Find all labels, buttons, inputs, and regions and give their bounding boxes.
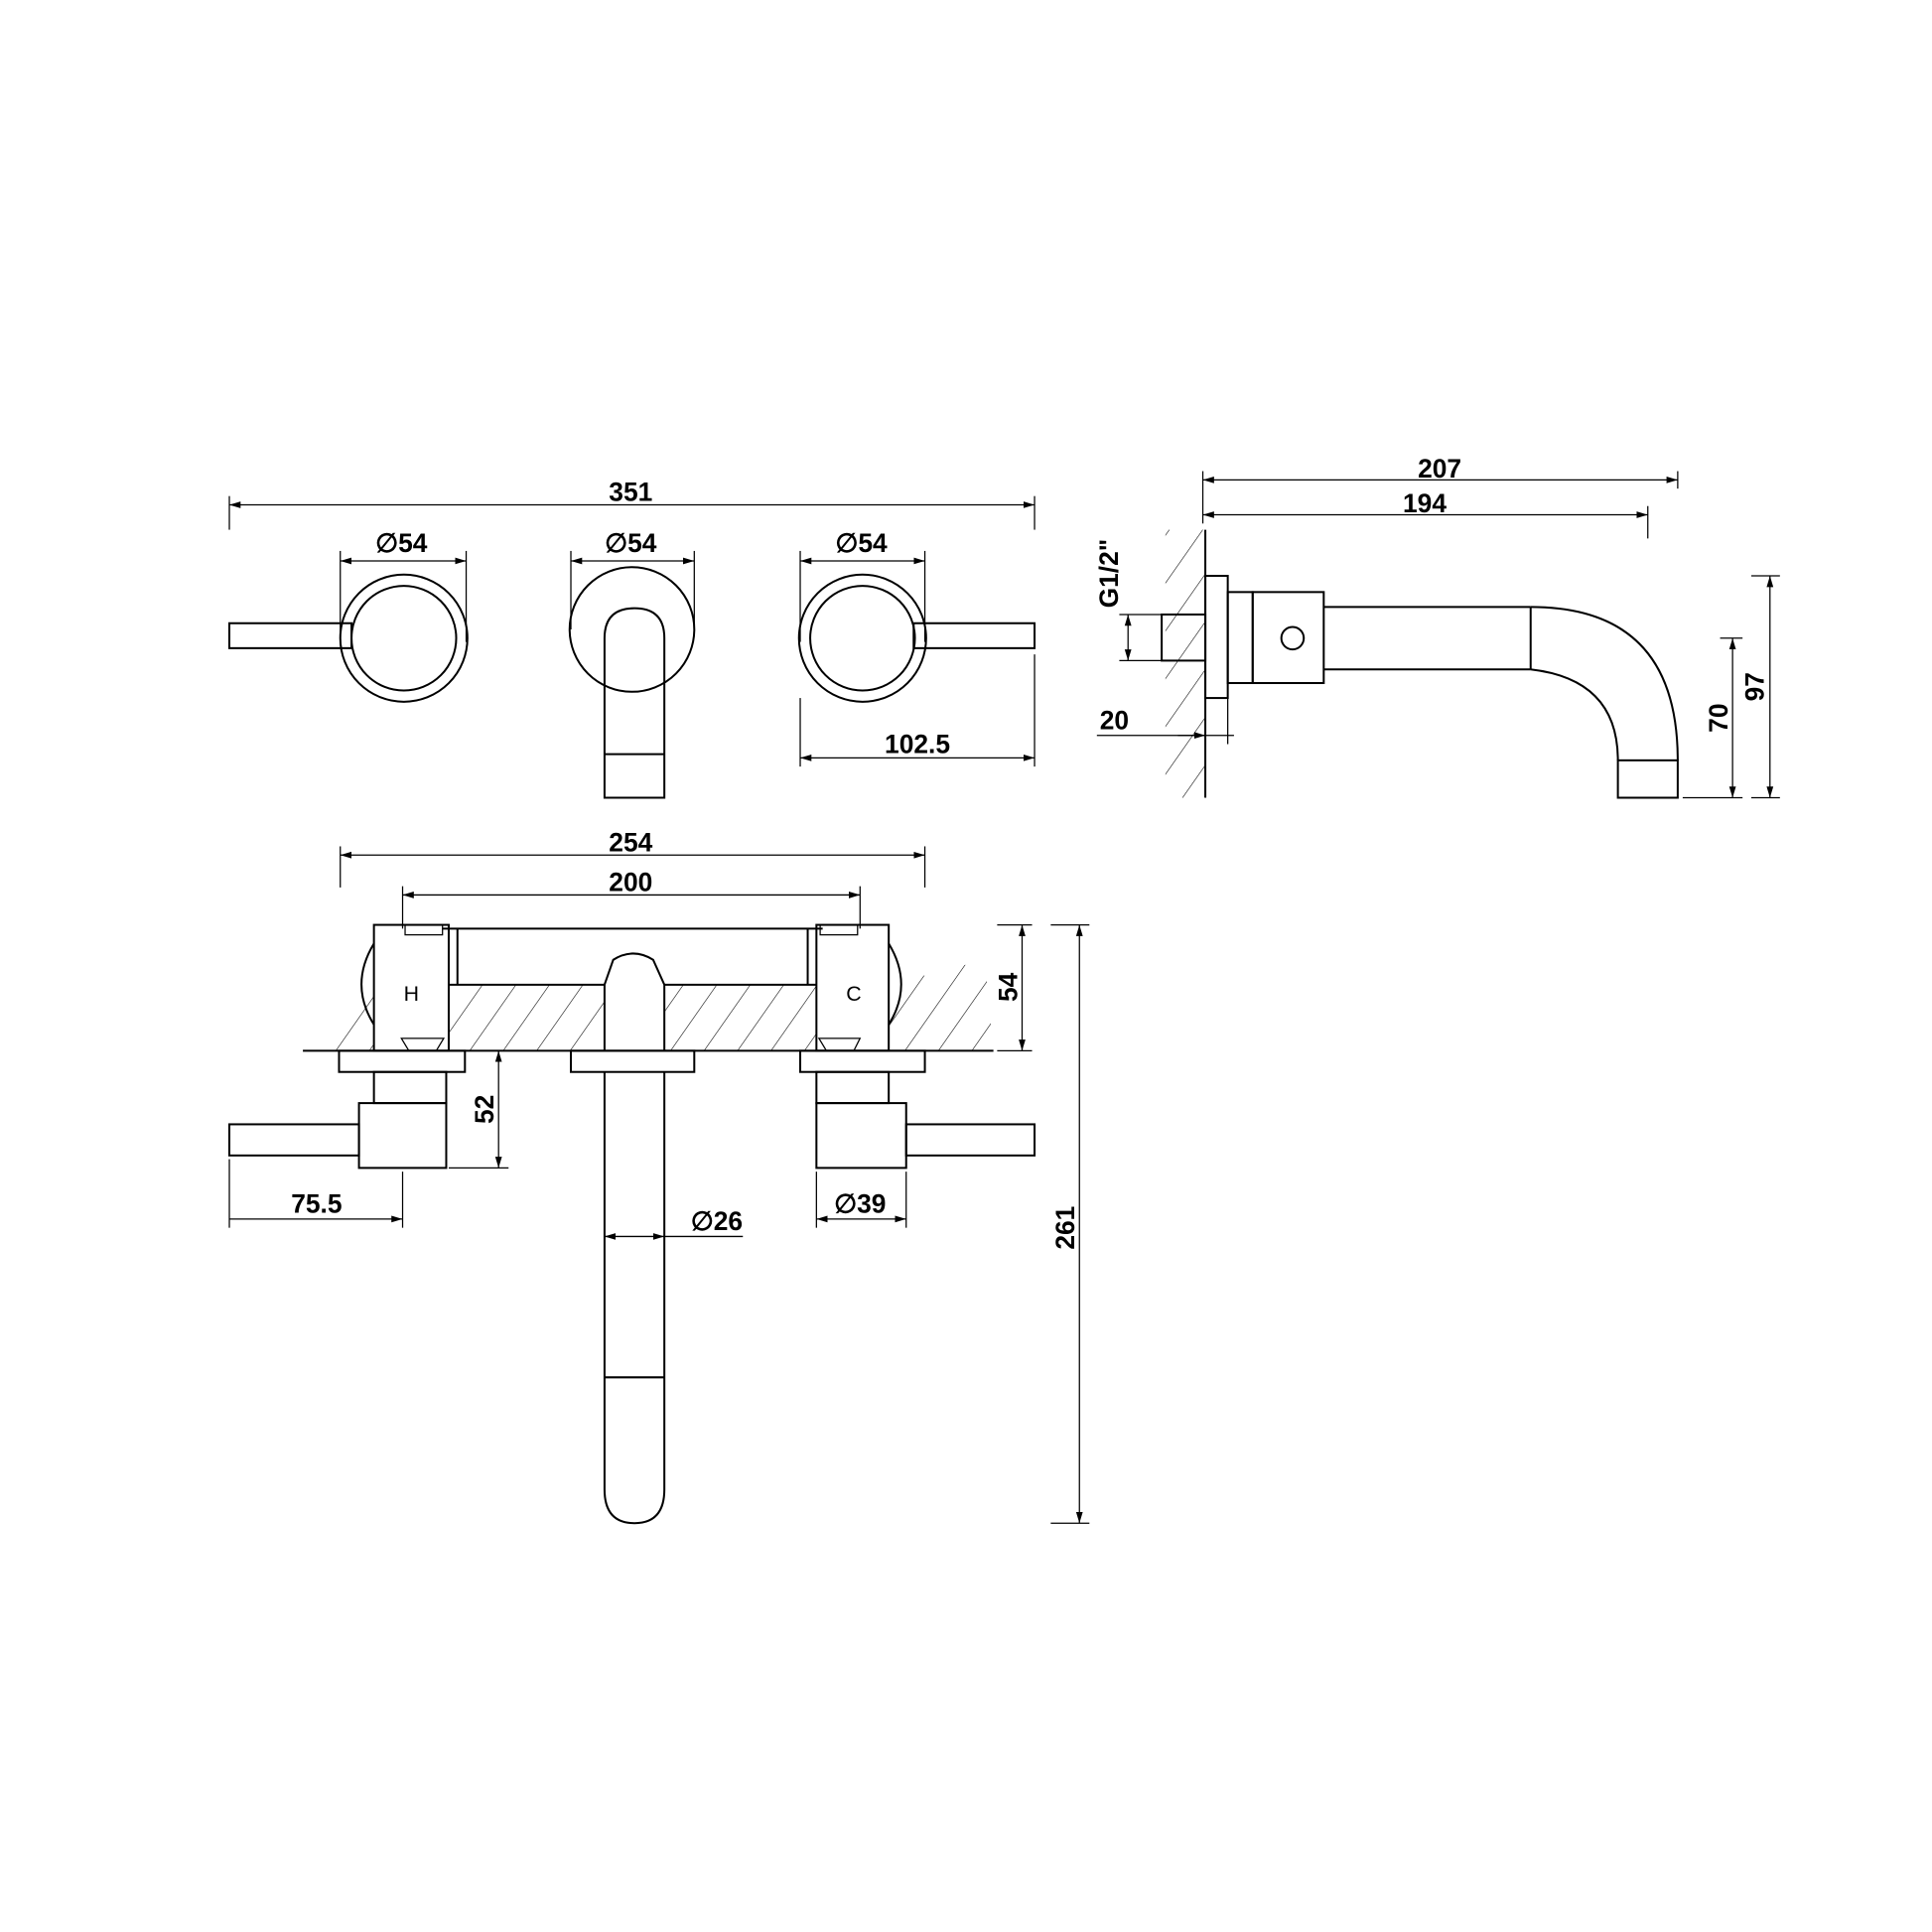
front-view: 351 ∅54 ∅54 ∅54 — [228, 478, 1036, 799]
concealed-body — [442, 927, 823, 1051]
dimension-rose-depth: 20 — [1096, 698, 1234, 745]
dim-label: ∅54 — [375, 528, 428, 558]
dim-label: 70 — [1704, 703, 1733, 732]
wall-section — [303, 959, 994, 1052]
spout-front — [568, 566, 696, 799]
dim-label: 20 — [1100, 705, 1129, 735]
dimension-projection-total: 207 — [1201, 454, 1679, 524]
dimension-overall-length: 261 — [1050, 923, 1090, 1524]
dim-label: 75.5 — [291, 1189, 342, 1219]
dimension-handle-reach: 102.5 — [799, 654, 1035, 767]
hot-handle-plan — [228, 1049, 467, 1170]
spout-plan — [570, 1049, 696, 1525]
dim-label: 261 — [1050, 1206, 1080, 1250]
wall-section — [1165, 529, 1207, 798]
spout-side — [1161, 575, 1679, 799]
cold-label: C — [846, 982, 861, 1006]
hot-valve-block: H — [360, 923, 450, 1052]
dim-label: 351 — [609, 478, 652, 507]
cold-handle-plan — [799, 1049, 1036, 1170]
dim-label: ∅39 — [834, 1189, 886, 1219]
dim-label: ∅26 — [691, 1206, 743, 1236]
dim-label: 194 — [1403, 488, 1447, 518]
dim-label: ∅54 — [835, 528, 888, 558]
dimension-spout-rose-diameter: ∅54 — [570, 528, 695, 630]
dimension-left-handle-diameter: ∅54 — [340, 528, 468, 642]
dimension-valve-centres: 200 — [401, 868, 861, 929]
dimension-spout-drop: 70 — [1682, 637, 1743, 799]
dimension-total-height: 97 — [1740, 575, 1780, 799]
dimension-concealed-depth: 54 — [993, 923, 1033, 1052]
plan-view: 254 200 H — [228, 827, 1090, 1525]
dim-label: 102.5 — [885, 729, 950, 759]
dim-label: 254 — [609, 827, 652, 857]
dim-label: 52 — [470, 1095, 499, 1124]
dim-label: 207 — [1418, 454, 1461, 483]
cold-valve-block: C — [815, 923, 902, 1052]
dim-label: G1/2" — [1094, 539, 1124, 609]
left-handle — [228, 573, 469, 703]
dimension-valve-projection: 52 — [448, 1050, 509, 1170]
dimension-spout-diameter: ∅26 — [604, 1206, 744, 1240]
dim-label: 97 — [1740, 672, 1770, 701]
dimension-valve-diameter: ∅39 — [815, 1172, 907, 1228]
dim-label: 200 — [609, 868, 652, 897]
dim-label: 54 — [993, 972, 1023, 1002]
dimension-handle-centres: 254 — [340, 827, 926, 888]
dimension-spout-projection: 194 — [1202, 488, 1649, 539]
dim-label: ∅54 — [605, 528, 657, 558]
right-handle — [797, 573, 1036, 703]
grub-screw-icon — [1280, 625, 1306, 651]
dimension-lever-length: 75.5 — [228, 1159, 404, 1228]
side-view: 207 194 G1/2" — [1094, 454, 1780, 799]
dimension-thread: G1/2" — [1094, 539, 1163, 662]
dimension-overall-width: 351 — [228, 478, 1035, 530]
hot-label: H — [404, 982, 419, 1006]
